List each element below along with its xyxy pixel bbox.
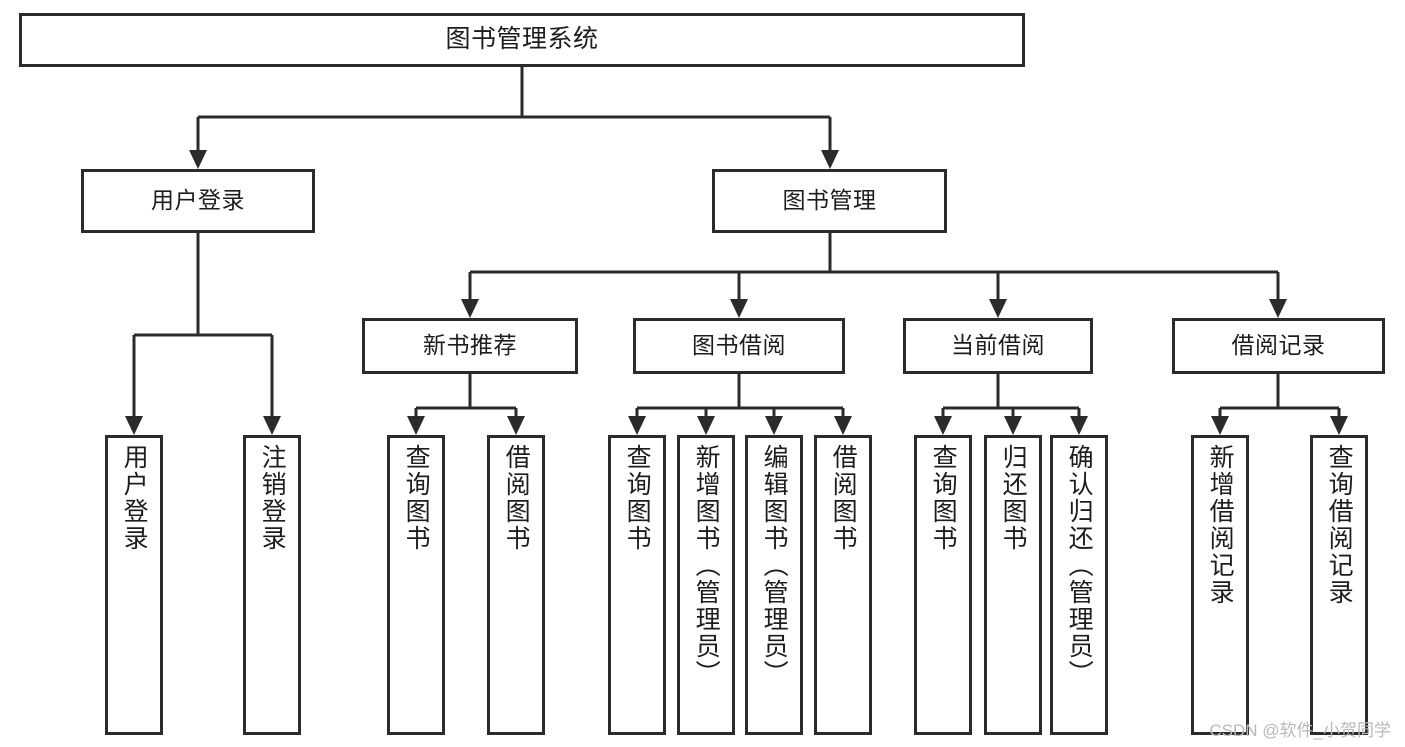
node-book-borrow[interactable]: 图书借阅: [633, 318, 845, 374]
arrowhead-new-book-rec: [461, 299, 479, 318]
arrowhead-bb-leaf-2: [697, 416, 715, 435]
arrowhead-br-leaf-2: [1330, 416, 1348, 435]
arrowhead-leaf-user-login: [125, 416, 143, 435]
leaf-query-book-newbook-label: 查询图书: [402, 444, 431, 552]
arrowhead-cb-leaf-2: [1004, 416, 1022, 435]
node-user-login-label: 用户登录: [151, 187, 245, 214]
leaf-logout[interactable]: 注销登录: [243, 435, 301, 735]
node-book-borrow-label: 图书借阅: [692, 332, 786, 359]
arrowhead-user-login: [189, 150, 207, 169]
node-borrow-record[interactable]: 借阅记录: [1172, 318, 1385, 374]
leaf-return-book-label: 归还图书: [999, 444, 1028, 552]
node-book-management-label: 图书管理: [782, 187, 877, 214]
node-new-book-recommend-label: 新书推荐: [423, 332, 517, 359]
leaf-add-book-admin[interactable]: 新增图书（管理员）: [677, 435, 735, 735]
leaf-borrow-book-newbook-label: 借阅图书: [502, 444, 531, 552]
node-current-borrow-label: 当前借阅: [951, 332, 1045, 359]
leaf-edit-book-admin-label: 编辑图书（管理员）: [760, 444, 789, 687]
leaf-query-book-current[interactable]: 查询图书: [914, 435, 972, 735]
arrowhead-book-manage: [821, 150, 839, 169]
arrowhead-nb-leaf-2: [507, 416, 525, 435]
node-book-management[interactable]: 图书管理: [712, 169, 947, 233]
leaf-query-book-borrow-label: 查询图书: [623, 444, 652, 552]
leaf-query-book-newbook[interactable]: 查询图书: [387, 435, 445, 735]
arrowhead-br-leaf-1: [1211, 416, 1229, 435]
leaf-query-book-current-label: 查询图书: [929, 444, 958, 552]
leaf-borrow-book-label: 借阅图书: [829, 444, 858, 552]
node-borrow-record-label: 借阅记录: [1231, 332, 1326, 359]
node-current-borrow[interactable]: 当前借阅: [903, 318, 1093, 374]
leaf-return-book[interactable]: 归还图书: [984, 435, 1042, 735]
leaf-borrow-book-newbook[interactable]: 借阅图书: [487, 435, 545, 735]
arrowhead-nb-leaf-1: [407, 416, 425, 435]
leaf-edit-book-admin[interactable]: 编辑图书（管理员）: [745, 435, 803, 735]
leaf-confirm-return-admin-label: 确认归还（管理员）: [1065, 444, 1094, 687]
leaf-query-book-borrow[interactable]: 查询图书: [608, 435, 666, 735]
arrowhead-cb-leaf-3: [1070, 416, 1088, 435]
leaf-user-login-label: 用户登录: [120, 444, 149, 552]
leaf-logout-label: 注销登录: [258, 444, 287, 552]
arrowhead-book-borrow: [730, 299, 748, 318]
leaf-add-borrow-record-label: 新增借阅记录: [1206, 444, 1235, 606]
leaf-query-borrow-record[interactable]: 查询借阅记录: [1310, 435, 1368, 735]
leaf-confirm-return-admin[interactable]: 确认归还（管理员）: [1050, 435, 1108, 735]
node-root-label: 图书管理系统: [445, 25, 599, 54]
leaf-add-borrow-record[interactable]: 新增借阅记录: [1191, 435, 1249, 735]
node-user-login[interactable]: 用户登录: [81, 169, 315, 233]
arrowhead-bb-leaf-3: [765, 416, 783, 435]
node-new-book-recommend[interactable]: 新书推荐: [362, 318, 578, 374]
leaf-add-book-admin-label: 新增图书（管理员）: [692, 444, 721, 687]
arrowhead-leaf-logout: [263, 416, 281, 435]
arrowhead-current-borrow: [989, 299, 1007, 318]
arrowhead-bb-leaf-1: [628, 416, 646, 435]
leaf-user-login[interactable]: 用户登录: [105, 435, 163, 735]
arrowhead-bb-leaf-4: [834, 416, 852, 435]
leaf-query-borrow-record-label: 查询借阅记录: [1325, 444, 1354, 606]
node-root[interactable]: 图书管理系统: [19, 13, 1025, 67]
arrowhead-borrow-record: [1269, 299, 1287, 318]
arrowhead-cb-leaf-1: [934, 416, 952, 435]
leaf-borrow-book[interactable]: 借阅图书: [814, 435, 872, 735]
